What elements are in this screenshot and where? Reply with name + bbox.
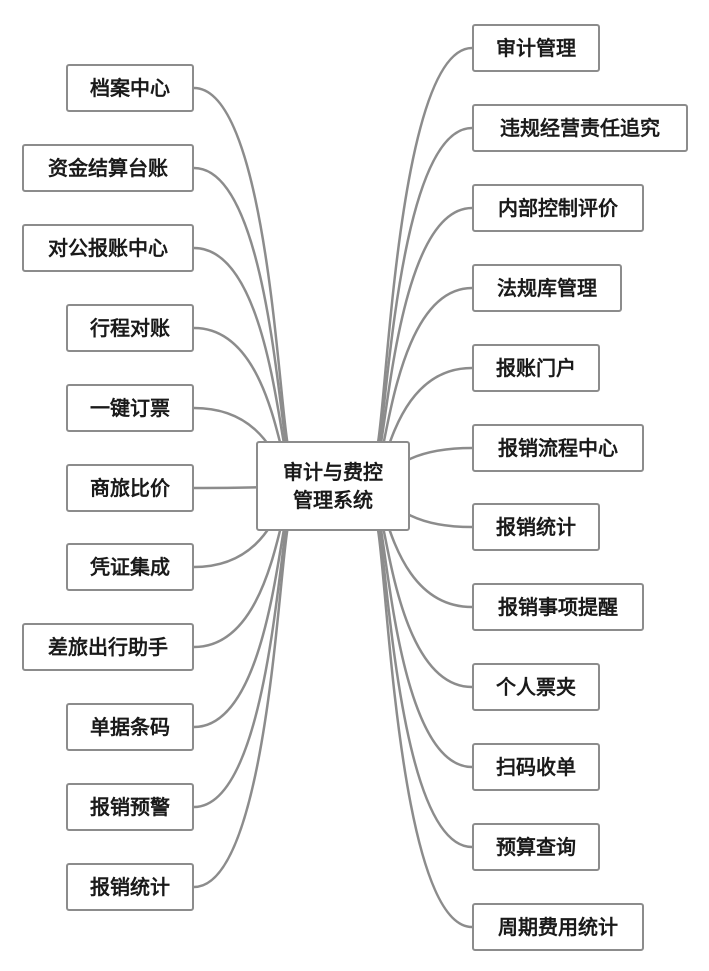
connector-line [374,126,473,455]
right-node-violation-accountability: 违规经营责任追究 [472,104,688,152]
right-node-audit-management: 审计管理 [472,24,600,72]
left-node-fund-settlement-ledger: 资金结算台账 [22,144,194,192]
right-node-personal-ticket-folder: 个人票夹 [472,663,600,711]
right-node-reimbursement-portal: 报账门户 [472,344,600,392]
right-node-reimbursement-reminder: 报销事项提醒 [472,583,644,631]
connector-line [374,510,473,769]
connector-line [374,524,473,929]
right-node-scan-receipt: 扫码收单 [472,743,600,791]
connector-line [374,206,473,462]
left-node-archive-center: 档案中心 [66,64,194,112]
connector-line [193,166,292,459]
right-node-reimbursement-process-center: 报销流程中心 [472,424,644,472]
left-node-reimbursement-alert: 报销预警 [66,783,194,831]
right-node-periodic-expense-statistics: 周期费用统计 [472,903,644,951]
connector-line [193,513,292,809]
left-node-itinerary-reconciliation: 行程对账 [66,304,194,352]
central-topic-line-1: 审计与费控 [283,460,383,484]
connector-line [374,46,473,448]
connector-line [193,521,292,889]
right-node-regulation-library: 法规库管理 [472,264,622,312]
central-topic-line-2: 管理系统 [293,488,373,512]
left-node-travel-assistant: 差旅出行助手 [22,623,194,671]
right-node-budget-query: 预算查询 [472,823,600,871]
right-node-reimbursement-statistics: 报销统计 [472,503,600,551]
left-node-voucher-integration: 凭证集成 [66,543,194,591]
left-node-document-barcode: 单据条码 [66,703,194,751]
connector-line [374,517,473,849]
right-node-internal-control-evaluation: 内部控制评价 [472,184,644,232]
left-node-travel-price-comparison: 商旅比价 [66,464,194,512]
left-node-reimbursement-statistics: 报销统计 [66,863,194,911]
central-topic: 审计与费控 管理系统 [256,441,410,531]
connector-line [193,86,292,451]
left-node-corporate-reimbursement-center: 对公报账中心 [22,224,194,272]
left-node-one-click-booking: 一键订票 [66,384,194,432]
